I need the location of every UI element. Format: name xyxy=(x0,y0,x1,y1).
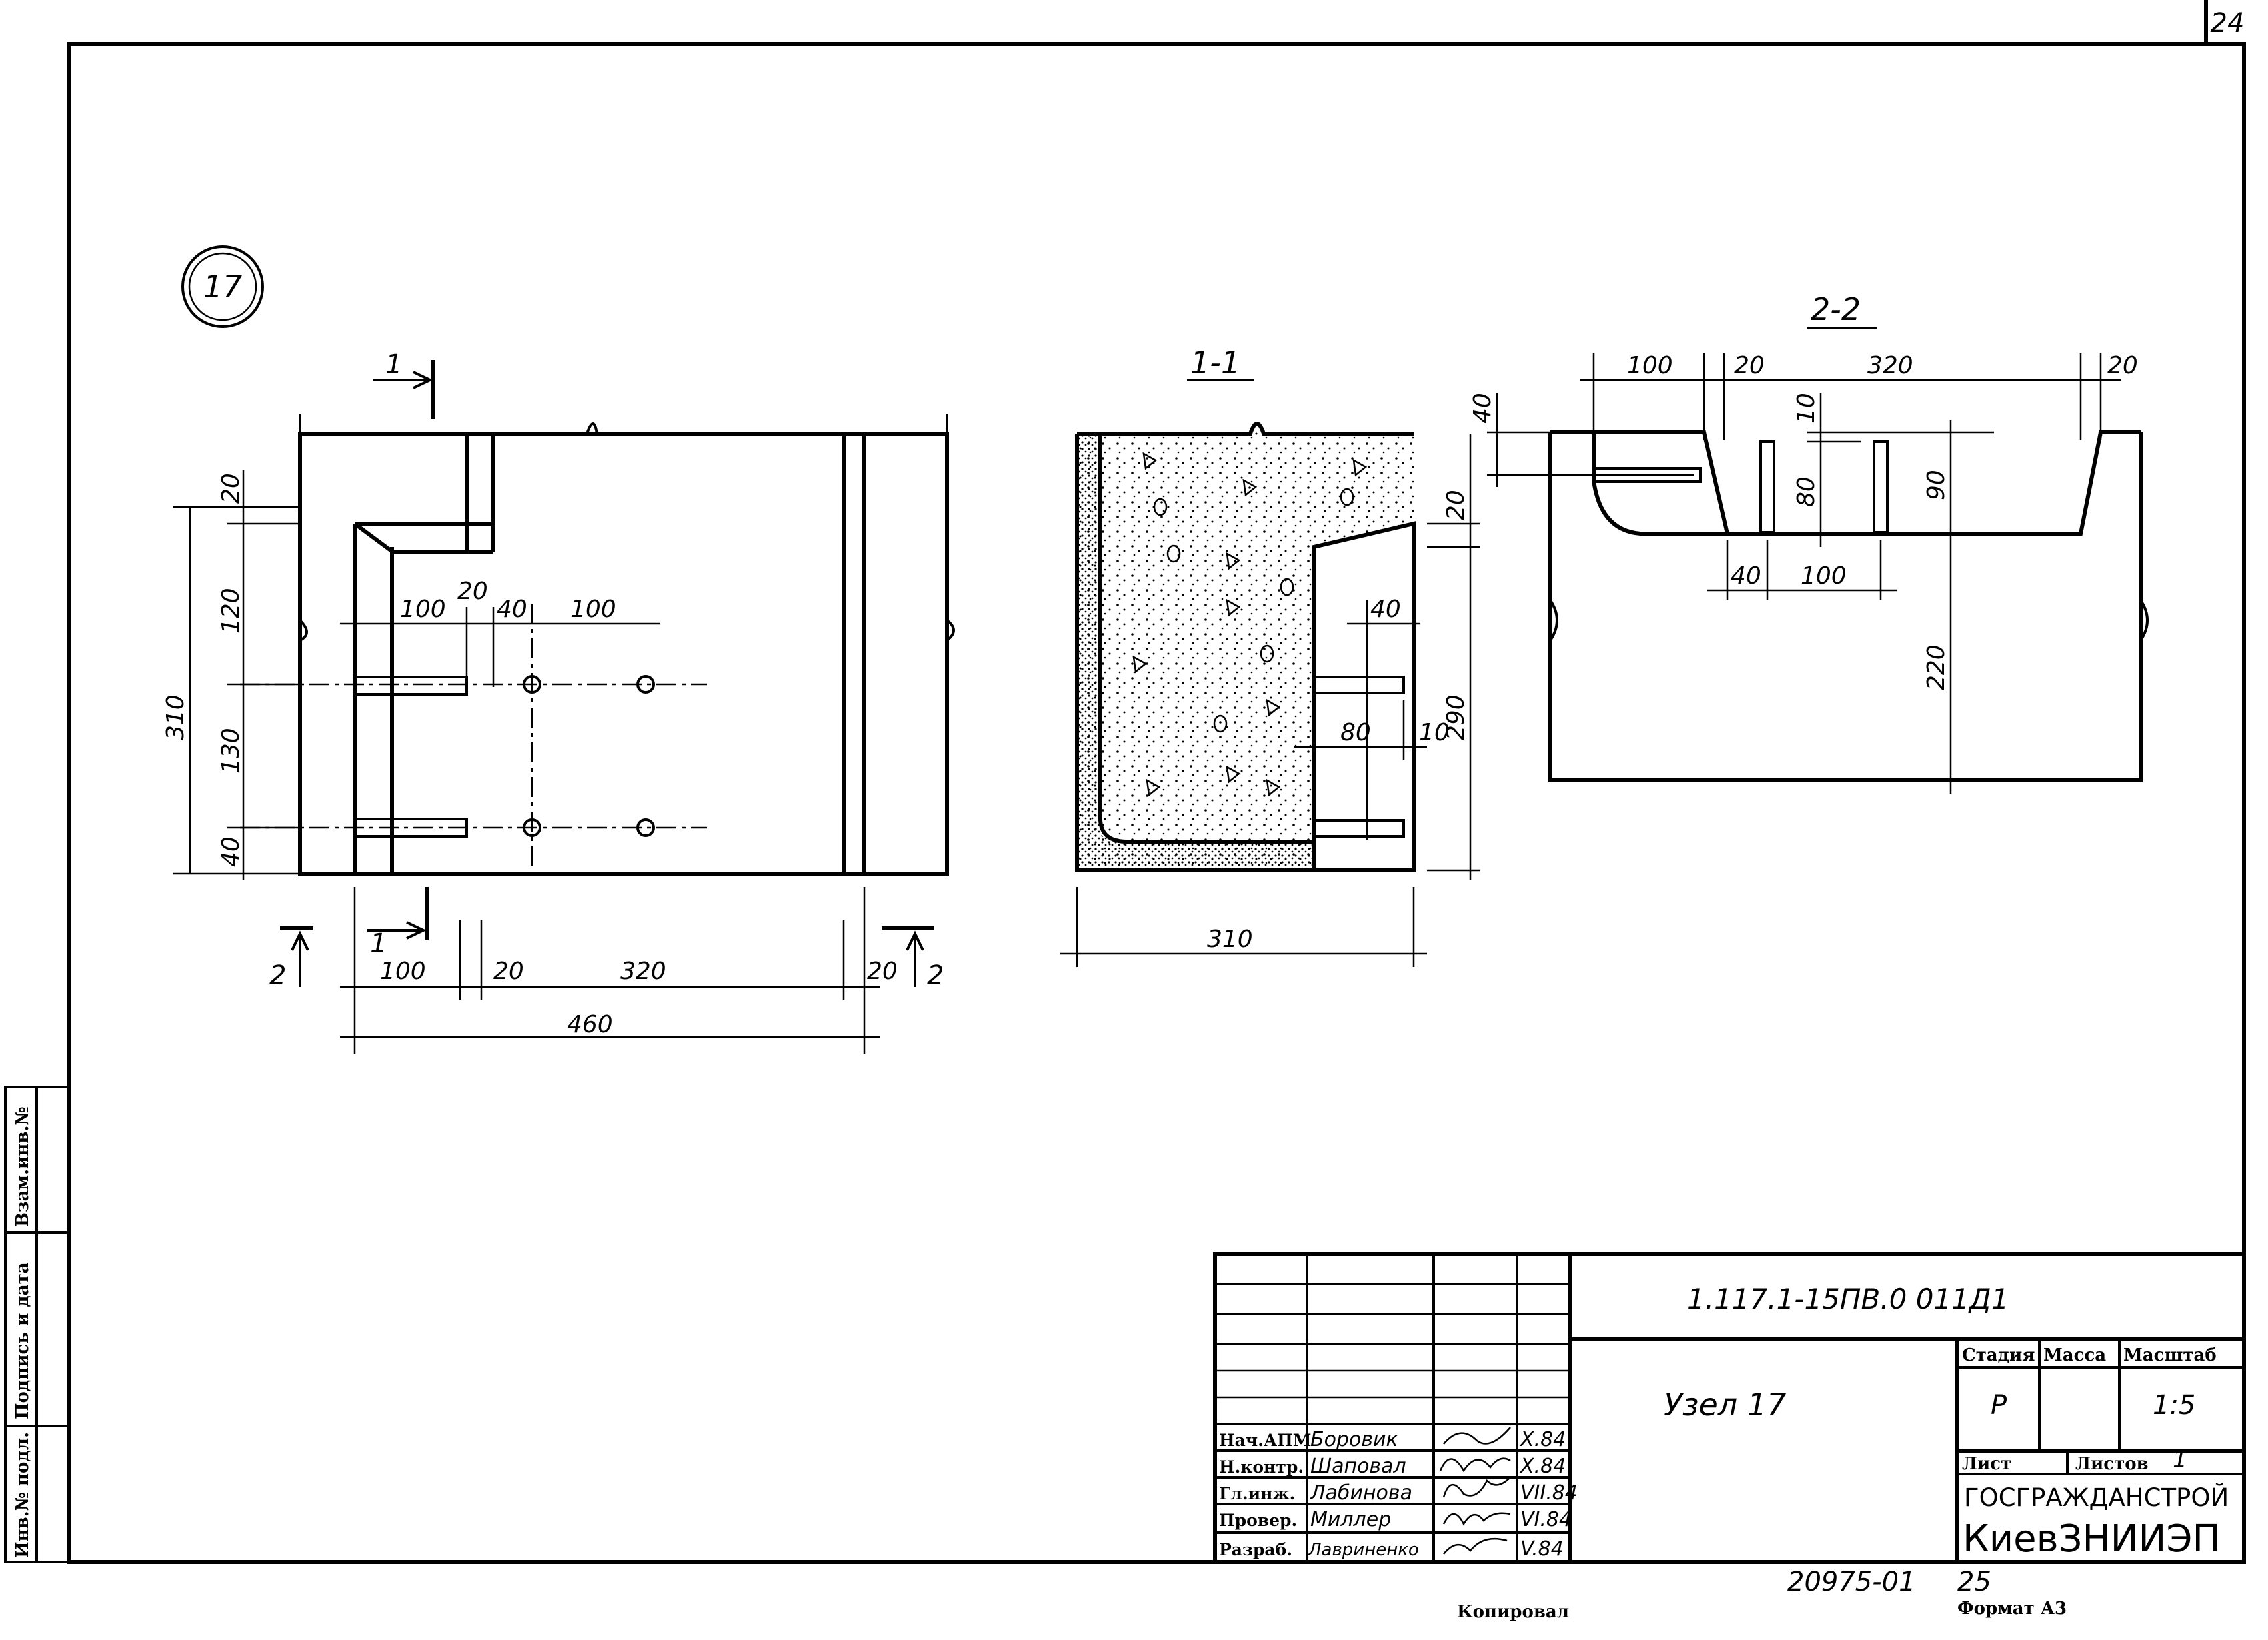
section-2-2-dim-80: 80 xyxy=(1793,476,1820,507)
signature-row: Н.контр. Шаповал X.84 xyxy=(1219,1455,1566,1478)
plan-dim-40-a: 40 xyxy=(497,596,527,623)
signature-row: Гл.инж. Лабинова VII.84 xyxy=(1219,1477,1578,1505)
side-stamp-sign-date: Подпись и дата xyxy=(13,1262,33,1419)
plan-dim-b100: 100 xyxy=(380,958,426,985)
plan-cut-1-bottom: 1 xyxy=(370,928,387,959)
section-1-1-dim-80: 80 xyxy=(1340,719,1371,746)
row-role: Н.контр. xyxy=(1219,1457,1304,1477)
plan-cut-2-left: 2 xyxy=(269,960,286,991)
row-role: Провер. xyxy=(1219,1511,1297,1530)
mass-label: Масса xyxy=(2043,1345,2106,1365)
section-1-1-dim-10: 10 xyxy=(1419,719,1450,746)
row-date: VI.84 xyxy=(1520,1508,1572,1531)
signature-row: Провер. Миллер VI.84 xyxy=(1219,1508,1572,1531)
plan-dim-310: 310 xyxy=(162,694,189,740)
side-stamp-inv-repl: Взам.инв.№ xyxy=(13,1106,33,1227)
section-1-1-dim-20: 20 xyxy=(1442,490,1470,520)
stage-label: Стадия xyxy=(1962,1345,2035,1365)
page-number: 25 xyxy=(1957,1567,1991,1597)
copied-by-label: Копировал xyxy=(1457,1602,1569,1622)
plan-dim-20-a: 20 xyxy=(457,578,488,605)
side-stamp: Инв.№ подл. Подпись и дата Взам.инв.№ xyxy=(4,1086,70,1563)
row-role: Нач.АПМ xyxy=(1219,1431,1311,1450)
section-2-2-dim-40b: 40 xyxy=(1731,562,1761,590)
title-block: 1.117.1-15ПВ.0 011Д1 Узел 17 Стадия Масс… xyxy=(1213,1252,2246,1564)
section-1-1-title: 1-1 xyxy=(1190,345,1240,381)
row-date: V.84 xyxy=(1520,1537,1564,1561)
row-name: Шаповал xyxy=(1310,1455,1406,1478)
plan-dim-40: 40 xyxy=(217,836,245,867)
archive-number: 20975-01 xyxy=(1787,1567,1916,1597)
plan-cut-2-right: 2 xyxy=(927,960,944,991)
doc-code: 1.117.1-15ПВ.0 011Д1 xyxy=(1687,1283,2009,1315)
plan-dim-b460: 460 xyxy=(567,1011,613,1038)
section-2-2-dim-90: 90 xyxy=(1923,470,1950,500)
section-2-2-dim-220: 220 xyxy=(1923,644,1950,690)
row-date: X.84 xyxy=(1519,1428,1566,1451)
row-date: X.84 xyxy=(1519,1455,1566,1478)
plan-dim-b20: 20 xyxy=(493,958,524,985)
sheet-frame: 24 xyxy=(67,0,2246,1564)
stage-value: Р xyxy=(1991,1390,2007,1421)
scale-value: 1:5 xyxy=(2153,1390,2195,1421)
sheet-number: 24 xyxy=(2211,8,2245,39)
sheet-label: Лист xyxy=(1962,1454,2011,1474)
row-name: Боровик xyxy=(1310,1428,1398,1451)
plan-dim-20-top: 20 xyxy=(217,473,245,504)
section-1-1-dim-290: 290 xyxy=(1442,694,1470,740)
row-name: Лавриненко xyxy=(1308,1540,1419,1560)
node-marker-number: 17 xyxy=(203,269,243,305)
row-date: VII.84 xyxy=(1520,1481,1578,1505)
plan-cut-1-top: 1 xyxy=(385,349,402,380)
section-1-1: 1-1 20 290 40 xyxy=(1060,345,1480,967)
section-1-1-dim-40: 40 xyxy=(1370,596,1401,623)
plan-dim-b20r: 20 xyxy=(867,958,898,985)
format-label: Формат А3 xyxy=(1957,1599,2067,1619)
plan-dim-100-b: 100 xyxy=(570,596,616,623)
row-name: Миллер xyxy=(1310,1508,1391,1531)
plan-dim-b320: 320 xyxy=(620,958,666,985)
scale-label: Масштаб xyxy=(2123,1345,2217,1365)
sheets-label: Листов xyxy=(2075,1454,2149,1474)
sheets-value: 1 xyxy=(2173,1447,2187,1473)
org-line-1: ГОСГРАЖДАНСТРОЙ xyxy=(1964,1483,2229,1512)
section-1-1-dim-310: 310 xyxy=(1207,926,1253,953)
section-2-2-dim-10: 10 xyxy=(1793,393,1820,424)
org-line-2: КиевЗНИИЭП xyxy=(1963,1517,2221,1561)
plan-dim-130: 130 xyxy=(217,728,245,774)
section-2-2-title: 2-2 xyxy=(1811,291,1861,327)
section-2-2-dim-100b: 100 xyxy=(1801,562,1847,590)
section-2-2-dim-320: 320 xyxy=(1867,352,1913,379)
drawing-name: Узел 17 xyxy=(1664,1387,1786,1423)
section-2-2-dim-100: 100 xyxy=(1627,352,1673,379)
plan-dim-120: 120 xyxy=(217,588,245,634)
plan-view: 1 1 2 2 20 120 310 130 40 100 xyxy=(162,349,955,1054)
plan-dim-100-a: 100 xyxy=(400,596,446,623)
row-name: Лабинова xyxy=(1310,1481,1412,1505)
signature-row: Разраб. Лавриненко V.84 xyxy=(1219,1537,1564,1561)
row-role: Гл.инж. xyxy=(1219,1484,1295,1503)
section-2-2-dim-20a: 20 xyxy=(1734,352,1765,379)
node-marker: 17 xyxy=(181,245,264,328)
section-2-2-dim-20b: 20 xyxy=(2107,352,2138,379)
section-2-2: 2-2 100 20 320 20 40 10 80 90 220 xyxy=(1469,291,2149,794)
signature-row: Нач.АПМ Боровик X.84 xyxy=(1219,1427,1566,1451)
row-role: Разраб. xyxy=(1219,1540,1292,1559)
side-stamp-inv-orig: Инв.№ подл. xyxy=(13,1432,33,1558)
section-2-2-dim-40: 40 xyxy=(1469,393,1496,424)
footer: 20975-01 25 Копировал Формат А3 xyxy=(1457,1567,2067,1622)
